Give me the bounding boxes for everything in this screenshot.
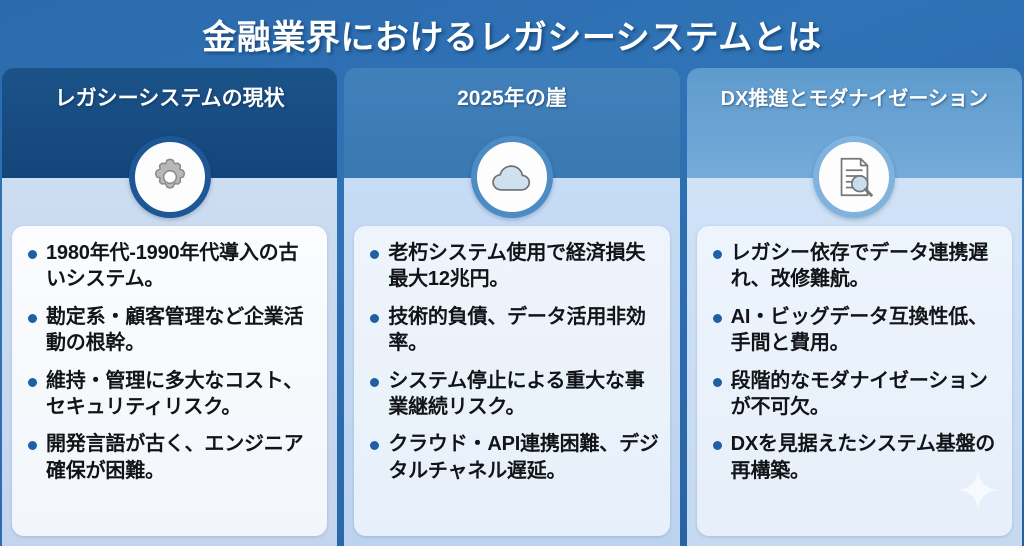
column-dx-modernization: DX推進とモダナイゼーション レガシー依存でデータ連携遅れ、改修 bbox=[686, 68, 1022, 546]
list-item: 維持・管理に多大なコスト、セキュリティリスク。 bbox=[20, 368, 317, 421]
column-title-3: DX推進とモダナイゼーション bbox=[720, 88, 989, 110]
bullet-card-2: 老朽システム使用で経済損失最大12兆円。 技術的負債、データ活用非効率。 システ… bbox=[354, 226, 670, 536]
column-legacy-current-state: レガシーシステムの現状 1980年代-1990年代導入の古いシステム。 勘定系・… bbox=[2, 68, 338, 546]
gear-icon bbox=[128, 136, 211, 218]
list-item: レガシー依存でデータ連携遅れ、改修難航。 bbox=[705, 240, 1002, 293]
list-item: システム停止による重大な事業継続リスク。 bbox=[362, 368, 659, 421]
cloud-icon bbox=[470, 136, 553, 218]
document-search-icon bbox=[813, 136, 896, 218]
list-item: 勘定系・顧客管理など企業活動の根幹。 bbox=[20, 304, 317, 357]
column-title-2: 2025年の崖 bbox=[457, 87, 567, 110]
page-title: 金融業界におけるレガシーシステムとは bbox=[202, 18, 822, 57]
column-body-1: 1980年代-1990年代導入の古いシステム。 勘定系・顧客管理など企業活動の根… bbox=[2, 178, 338, 546]
list-item: 技術的負債、データ活用非効率。 bbox=[362, 304, 659, 357]
list-item: 1980年代-1990年代導入の古いシステム。 bbox=[20, 240, 317, 293]
column-title-1: レガシーシステムの現状 bbox=[54, 87, 285, 110]
list-item: 段階的なモダナイゼーションが不可欠。 bbox=[705, 368, 1002, 421]
title-bar: 金融業界におけるレガシーシステムとは bbox=[0, 0, 1024, 68]
list-item: DXを見据えたシステム基盤の再構築。 bbox=[705, 431, 1002, 484]
list-item: クラウド・API連携困難、デジタルチャネル遅延。 bbox=[362, 431, 659, 484]
bullet-card-3: レガシー依存でデータ連携遅れ、改修難航。 AI・ビッグデータ互換性低、手間と費用… bbox=[696, 226, 1012, 536]
bullet-list-3: レガシー依存でデータ連携遅れ、改修難航。 AI・ビッグデータ互換性低、手間と費用… bbox=[705, 240, 1002, 484]
column-cliff-2025: 2025年の崖 老朽システム使用で経済損失最大12兆円。 技術的負債、データ活用… bbox=[344, 68, 680, 546]
list-item: 開発言語が古く、エンジニア確保が困難。 bbox=[20, 431, 317, 484]
bullet-card-1: 1980年代-1990年代導入の古いシステム。 勘定系・顧客管理など企業活動の根… bbox=[12, 226, 328, 536]
list-item: AI・ビッグデータ互換性低、手間と費用。 bbox=[705, 304, 1002, 357]
column-body-3: レガシー依存でデータ連携遅れ、改修難航。 AI・ビッグデータ互換性低、手間と費用… bbox=[686, 178, 1022, 546]
bullet-list-2: 老朽システム使用で経済損失最大12兆円。 技術的負債、データ活用非効率。 システ… bbox=[362, 240, 659, 484]
column-body-2: 老朽システム使用で経済損失最大12兆円。 技術的負債、データ活用非効率。 システ… bbox=[344, 178, 680, 546]
columns-container: レガシーシステムの現状 1980年代-1990年代導入の古いシステム。 勘定系・… bbox=[0, 68, 1024, 546]
bullet-list-1: 1980年代-1990年代導入の古いシステム。 勘定系・顧客管理など企業活動の根… bbox=[20, 240, 317, 484]
list-item: 老朽システム使用で経済損失最大12兆円。 bbox=[362, 240, 659, 293]
